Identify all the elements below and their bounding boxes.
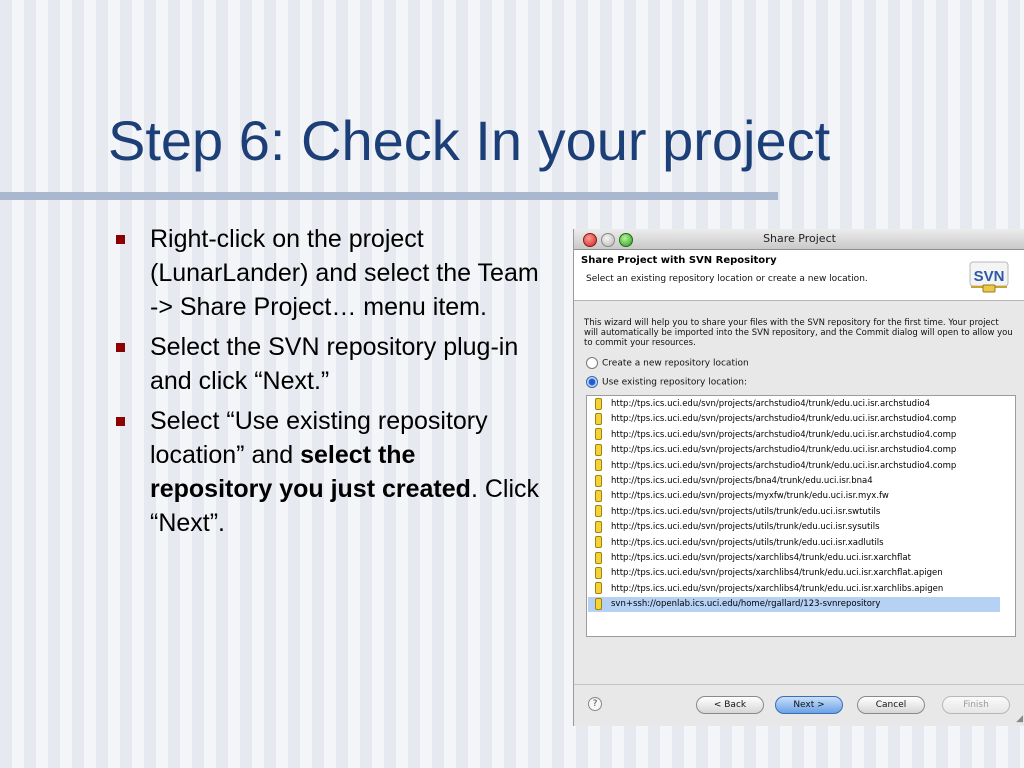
repository-url: http://tps.ics.uci.edu/svn/projects/xarc…: [611, 553, 911, 563]
repository-list-item[interactable]: svn+ssh://openlab.ics.uci.edu/home/rgall…: [588, 597, 1000, 613]
repository-list-item[interactable]: http://tps.ics.uci.edu/svn/projects/util…: [588, 536, 1000, 551]
use-existing-location-radio[interactable]: [586, 376, 598, 388]
repository-list-item[interactable]: http://tps.ics.uci.edu/svn/projects/util…: [588, 505, 1000, 520]
repository-list[interactable]: http://tps.ics.uci.edu/svn/projects/arch…: [586, 395, 1016, 637]
repository-url: http://tps.ics.uci.edu/svn/projects/arch…: [611, 414, 957, 425]
bullet-item: Select the SVN repository plug-in and cl…: [112, 330, 542, 398]
repository-url: svn+ssh://openlab.ics.uci.edu/home/rgall…: [611, 599, 881, 610]
repository-list-item[interactable]: http://tps.ics.uci.edu/svn/projects/xarc…: [588, 551, 1000, 566]
bullet-item: Right-click on the project (LunarLander)…: [112, 222, 542, 324]
repository-icon: [595, 520, 602, 533]
next-button[interactable]: Next >: [775, 696, 843, 714]
repository-icon: [595, 489, 602, 502]
use-existing-location-option[interactable]: Use existing repository location:: [586, 376, 747, 388]
repository-list-item[interactable]: http://tps.ics.uci.edu/svn/projects/xarc…: [588, 582, 1000, 597]
svg-text:SVN: SVN: [974, 268, 1005, 285]
create-new-location-radio[interactable]: [586, 357, 598, 369]
share-project-dialog: Share Project Share Project with SVN Rep…: [573, 229, 1024, 726]
bullet-list: Right-click on the project (LunarLander)…: [112, 222, 542, 546]
bullet-text-end: . Click “Next”.: [150, 475, 539, 537]
repository-icon: [595, 474, 602, 487]
bullet-bold-text: select the repository you just created: [150, 441, 471, 503]
repository-icon: [595, 551, 602, 564]
repository-list-item[interactable]: http://tps.ics.uci.edu/svn/projects/arch…: [588, 397, 1000, 412]
repository-icon: [595, 566, 602, 579]
cancel-button[interactable]: Cancel: [857, 696, 925, 714]
back-button[interactable]: < Back: [696, 696, 764, 714]
minimize-window-icon[interactable]: [601, 233, 615, 247]
wizard-title: Share Project with SVN Repository: [581, 255, 777, 266]
create-new-location-label[interactable]: Create a new repository location: [602, 358, 749, 369]
bullet-square-icon: [116, 343, 125, 352]
svn-logo-icon: SVN: [969, 261, 1009, 293]
repository-icon: [595, 412, 602, 425]
wizard-intro-text: This wizard will help you to share your …: [584, 318, 1013, 348]
repository-url: http://tps.ics.uci.edu/svn/projects/util…: [611, 522, 880, 533]
close-window-icon[interactable]: [583, 233, 597, 247]
repository-icon: [595, 397, 602, 410]
repository-url: http://tps.ics.uci.edu/svn/projects/arch…: [611, 460, 957, 471]
repository-icon: [595, 443, 602, 456]
window-titlebar[interactable]: Share Project: [574, 229, 1024, 250]
repository-list-item[interactable]: http://tps.ics.uci.edu/svn/projects/arch…: [588, 443, 1000, 458]
repository-url: http://tps.ics.uci.edu/svn/projects/xarc…: [611, 583, 944, 594]
repository-icon: [595, 505, 602, 518]
help-icon[interactable]: ?: [588, 697, 602, 711]
create-new-location-option[interactable]: Create a new repository location: [586, 357, 749, 369]
bullet-text: Select “Use existing repository location…: [150, 407, 488, 469]
use-existing-location-label[interactable]: Use existing repository location:: [602, 377, 747, 388]
repository-url: http://tps.ics.uci.edu/svn/projects/arch…: [611, 429, 957, 440]
repository-url: http://tps.ics.uci.edu/svn/projects/myxf…: [611, 491, 889, 502]
resize-grip-icon[interactable]: ◢: [1016, 714, 1023, 724]
wizard-header: Share Project with SVN Repository Select…: [574, 250, 1024, 301]
button-bar-divider: [574, 684, 1024, 685]
repository-icon: [595, 459, 602, 472]
repository-list-item[interactable]: http://tps.ics.uci.edu/svn/projects/arch…: [588, 412, 1000, 427]
repository-url: http://tps.ics.uci.edu/svn/projects/util…: [611, 537, 884, 548]
repository-list-item[interactable]: http://tps.ics.uci.edu/svn/projects/myxf…: [588, 489, 1000, 504]
bullet-square-icon: [116, 417, 125, 426]
repository-list-item[interactable]: http://tps.ics.uci.edu/svn/projects/util…: [588, 520, 1000, 535]
repository-list-item[interactable]: http://tps.ics.uci.edu/svn/projects/arch…: [588, 459, 1000, 474]
repository-url: http://tps.ics.uci.edu/svn/projects/arch…: [611, 445, 957, 456]
repository-icon: [595, 597, 602, 610]
bullet-text: Select the SVN repository plug-in and cl…: [150, 333, 519, 395]
zoom-window-icon[interactable]: [619, 233, 633, 247]
repository-icon: [595, 428, 602, 441]
bullet-square-icon: [116, 235, 125, 244]
repository-list-item[interactable]: http://tps.ics.uci.edu/svn/projects/bna4…: [588, 474, 1000, 489]
repository-icon: [595, 536, 602, 549]
slide-title: Step 6: Check In your project: [108, 109, 831, 172]
finish-button[interactable]: Finish: [942, 696, 1010, 714]
wizard-subtitle: Select an existing repository location o…: [586, 274, 868, 284]
repository-list-item[interactable]: http://tps.ics.uci.edu/svn/projects/arch…: [588, 428, 1000, 443]
repository-url: http://tps.ics.uci.edu/svn/projects/util…: [611, 506, 881, 517]
repository-url: http://tps.ics.uci.edu/svn/projects/bna4…: [611, 476, 873, 486]
repository-url: http://tps.ics.uci.edu/svn/projects/xarc…: [611, 568, 943, 579]
title-divider: [0, 192, 778, 200]
repository-icon: [595, 582, 602, 595]
window-title: Share Project: [763, 232, 836, 245]
bullet-item: Select “Use existing repository location…: [112, 404, 542, 540]
bullet-text: Right-click on the project (LunarLander)…: [150, 225, 539, 321]
repository-url: http://tps.ics.uci.edu/svn/projects/arch…: [611, 399, 931, 409]
repository-list-item[interactable]: http://tps.ics.uci.edu/svn/projects/xarc…: [588, 566, 1000, 581]
